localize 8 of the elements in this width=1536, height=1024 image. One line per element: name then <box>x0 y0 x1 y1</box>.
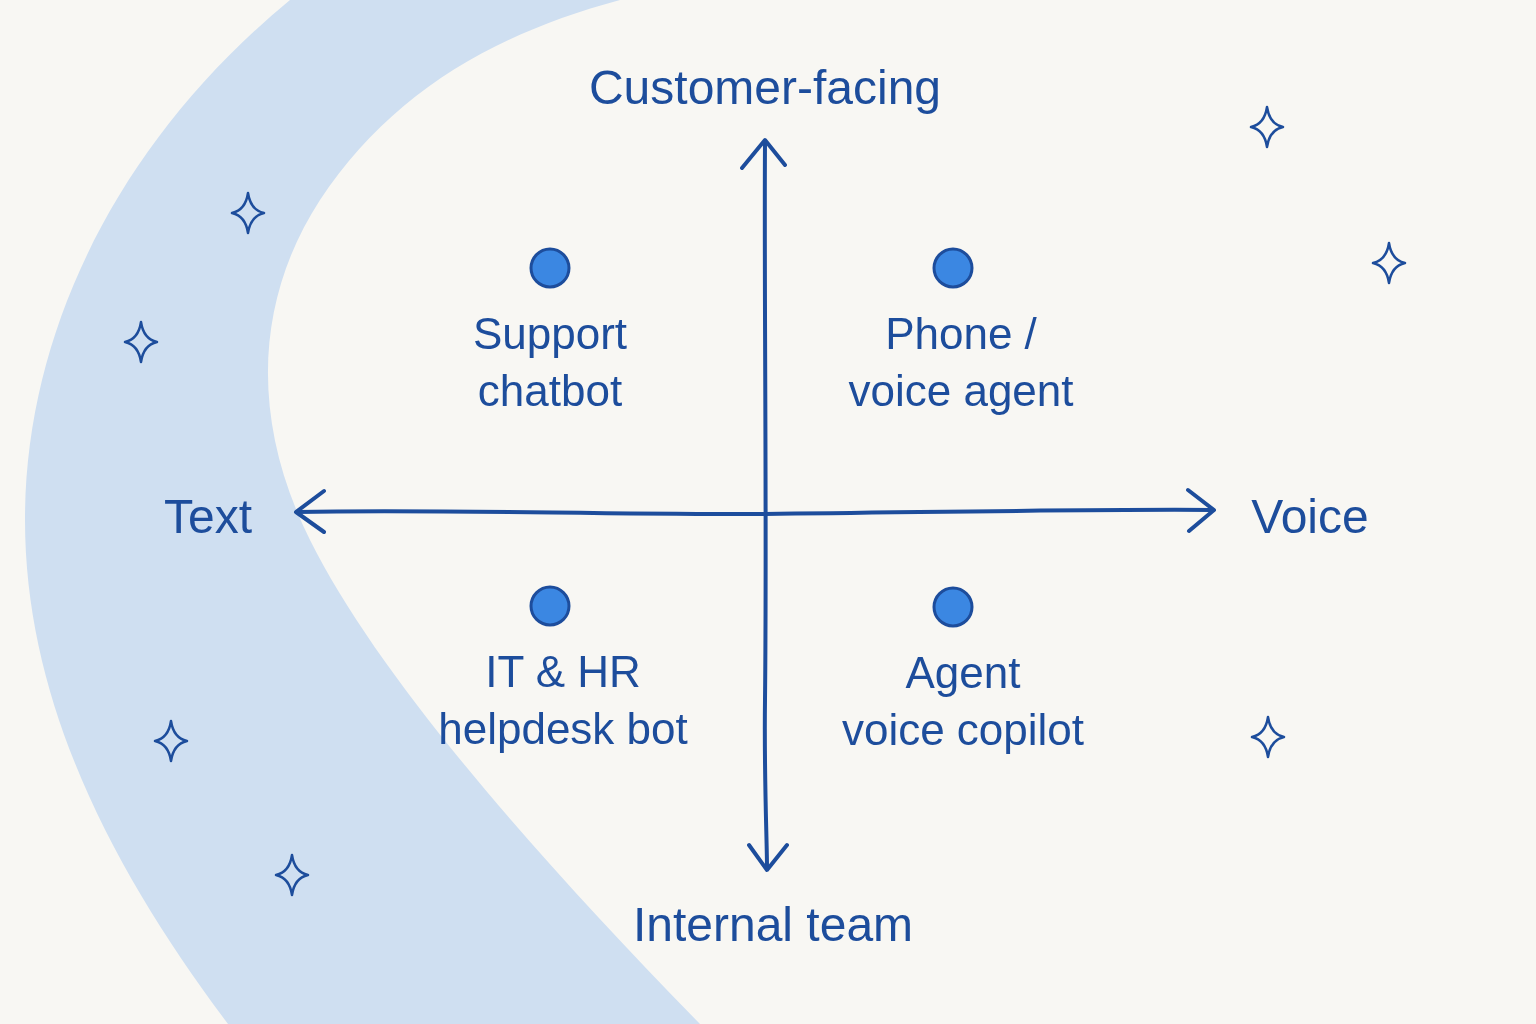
point-label: Phone / voice agent <box>848 308 1074 417</box>
point-label: Agent voice copilot <box>841 647 1085 756</box>
point-label: Support chatbot <box>472 308 628 417</box>
axis-label: Customer-facing <box>588 60 942 116</box>
axis-label: Text <box>164 489 252 545</box>
axis-label: Internal team <box>632 897 914 953</box>
axis-label: Voice <box>1251 489 1369 545</box>
point-label: IT & HR helpdesk bot <box>438 646 688 755</box>
